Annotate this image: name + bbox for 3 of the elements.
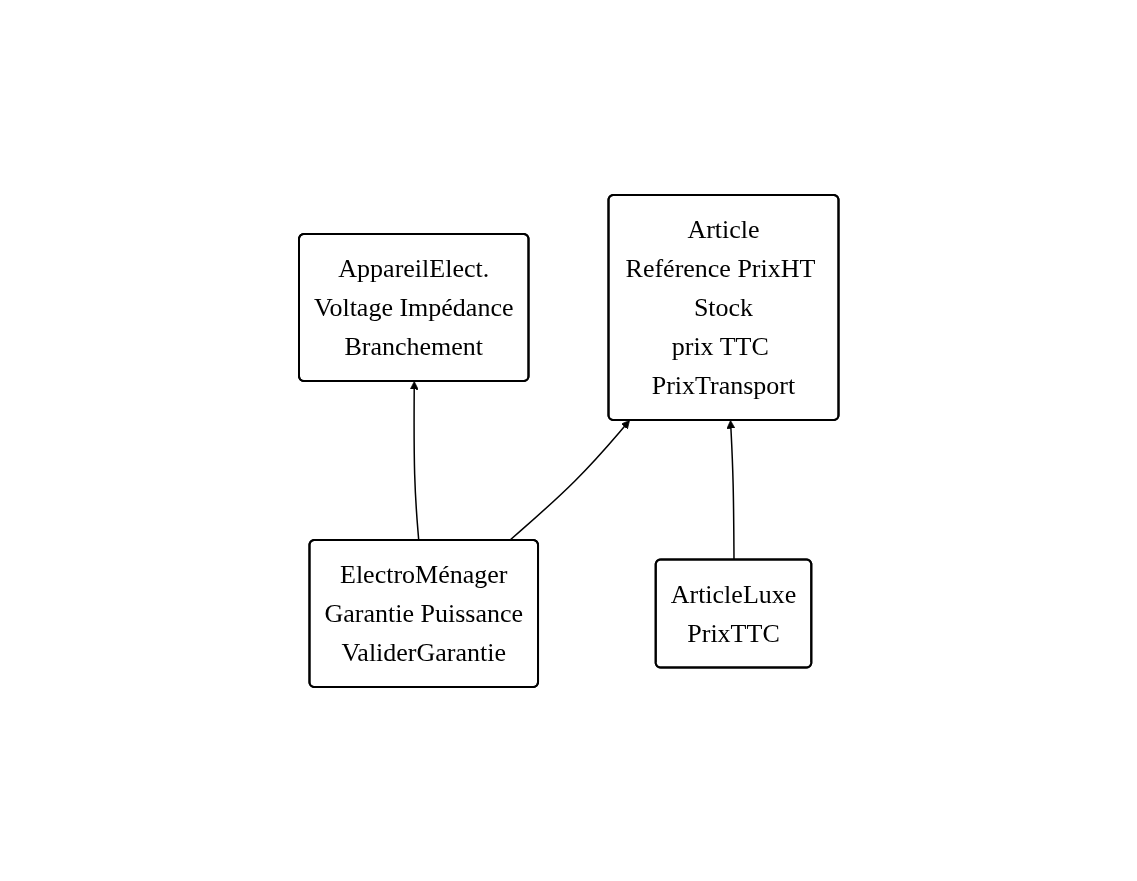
arrow: [726, 419, 736, 561]
arrow: [508, 419, 630, 541]
arrow: [409, 380, 420, 541]
